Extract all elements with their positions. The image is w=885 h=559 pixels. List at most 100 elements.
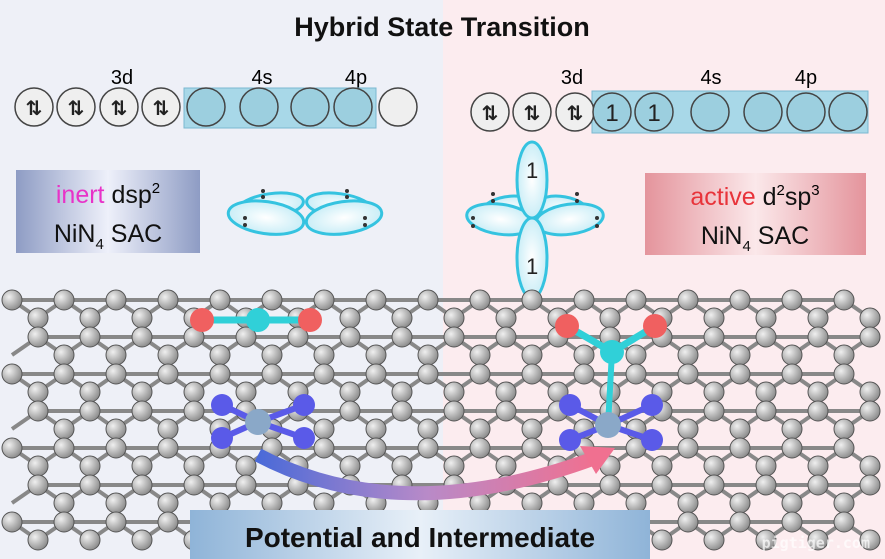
- graphene-carbon-atom: [79, 381, 101, 403]
- graphene-carbon-atom: [443, 400, 465, 422]
- transition-arrow-icon: [254, 446, 615, 501]
- graphene-carbon-atom: [53, 289, 75, 311]
- graphene-carbon-atom: [209, 289, 231, 311]
- oxygen-atom: [190, 308, 214, 332]
- orbital-box: [239, 87, 279, 127]
- graphene-carbon-atom: [27, 455, 49, 477]
- dsp2-orbital-icon: [226, 189, 384, 236]
- orbital-box: ⇅: [470, 92, 510, 132]
- graphene-carbon-atom: [27, 474, 49, 496]
- active-label-box: active d2sp3 NiN4 SAC: [645, 173, 866, 255]
- graphene-carbon-atom: [677, 344, 699, 366]
- graphene-carbon-atom: [339, 326, 361, 348]
- graphene-carbon-atom: [209, 344, 231, 366]
- right-nin4-site: [555, 314, 667, 451]
- graphene-carbon-atom: [703, 307, 725, 329]
- svg-text:active d2sp3: active d2sp3: [690, 182, 819, 211]
- graphene-carbon-atom: [339, 381, 361, 403]
- graphene-carbon-atom: [729, 289, 751, 311]
- orbital-box: [186, 87, 226, 127]
- graphene-carbon-atom: [781, 418, 803, 440]
- graphene-carbon-atom: [287, 326, 309, 348]
- catalyst-nin: NiN: [54, 220, 96, 248]
- graphene-carbon-atom: [495, 455, 517, 477]
- graphene-carbon-atom: [53, 492, 75, 514]
- graphene-carbon-atom: [521, 289, 543, 311]
- orbital-box: ⇅: [99, 87, 139, 127]
- catalyst-sub: 4: [95, 236, 103, 253]
- graphene-carbon-atom: [157, 289, 179, 311]
- graphene-carbon-atom: [729, 492, 751, 514]
- graphene-carbon-atom: [495, 381, 517, 403]
- graphene-carbon-atom: [469, 437, 491, 459]
- svg-text:⇅: ⇅: [153, 96, 170, 120]
- graphene-carbon-atom: [495, 400, 517, 422]
- graphene-carbon-atom: [27, 307, 49, 329]
- graphene-carbon-atom: [157, 437, 179, 459]
- graphene-carbon-atom: [755, 529, 777, 551]
- nitrogen-atom: [559, 394, 581, 416]
- graphene-carbon-atom: [391, 381, 413, 403]
- graphene-carbon-atom: [729, 363, 751, 385]
- left-label-4s: 4s: [251, 67, 272, 89]
- orbital-box: 1: [592, 92, 632, 132]
- graphene-carbon-atom: [677, 363, 699, 385]
- graphene-carbon-atom: [469, 418, 491, 440]
- graphene-carbon-atom: [859, 455, 881, 477]
- graphene-carbon-atom: [235, 455, 257, 477]
- graphene-carbon-atom: [157, 363, 179, 385]
- graphene-carbon-atom: [755, 307, 777, 329]
- right-label-3d: 3d: [561, 67, 583, 89]
- graphene-carbon-atom: [781, 492, 803, 514]
- orbital-box: 1: [634, 92, 674, 132]
- graphene-carbon-atom: [53, 418, 75, 440]
- graphene-carbon-atom: [521, 437, 543, 459]
- graphene-carbon-atom: [417, 289, 439, 311]
- graphene-carbon-atom: [79, 529, 101, 551]
- svg-text:⇅: ⇅: [111, 96, 128, 120]
- nitrogen-atom: [559, 429, 581, 451]
- graphene-carbon-atom: [79, 474, 101, 496]
- graphene-carbon-atom: [495, 307, 517, 329]
- nitrogen-atom: [211, 394, 233, 416]
- orbital-box: [690, 92, 730, 132]
- graphene-carbon-atom: [79, 400, 101, 422]
- left-nin4-site: [211, 394, 315, 449]
- graphene-carbon-atom: [131, 400, 153, 422]
- graphene-carbon-atom: [573, 344, 595, 366]
- svg-text:1: 1: [605, 100, 618, 127]
- inert-word: inert: [56, 181, 105, 209]
- orbital-box: ⇅: [512, 92, 552, 132]
- graphene-carbon-atom: [391, 400, 413, 422]
- orbital-box: ⇅: [555, 92, 595, 132]
- graphene-carbon-atom: [859, 529, 881, 551]
- graphene-carbon-atom: [833, 418, 855, 440]
- graphene-carbon-atom: [79, 307, 101, 329]
- graphene-carbon-atom: [599, 474, 621, 496]
- svg-text:⇅: ⇅: [524, 101, 541, 125]
- graphene-carbon-atom: [443, 307, 465, 329]
- graphene-carbon-atom: [703, 474, 725, 496]
- graphene-carbon-atom: [729, 344, 751, 366]
- svg-text:1: 1: [526, 254, 538, 279]
- hybrid-d: d: [763, 183, 777, 211]
- graphene-carbon-atom: [859, 400, 881, 422]
- inert-label-box: inert dsp2 NiN4 SAC: [16, 170, 200, 253]
- graphene-carbon-atom: [391, 455, 413, 477]
- graphene-carbon-atom: [105, 511, 127, 533]
- graphene-carbon-atom: [651, 529, 673, 551]
- right-label-4p: 4p: [795, 67, 817, 89]
- graphene-carbon-atom: [807, 455, 829, 477]
- graphene-carbon-atom: [859, 307, 881, 329]
- nickel-atom: [245, 409, 271, 435]
- graphene-carbon-atom: [443, 455, 465, 477]
- graphene-carbon-atom: [79, 455, 101, 477]
- graphene-carbon-atom: [677, 437, 699, 459]
- hybrid-sup: 2: [152, 180, 160, 197]
- graphene-carbon-atom: [27, 400, 49, 422]
- graphene-carbon-atom: [27, 529, 49, 551]
- graphene-carbon-atom: [677, 289, 699, 311]
- graphene-carbon-atom: [417, 437, 439, 459]
- svg-text:⇅: ⇅: [26, 96, 43, 120]
- orbital-box: [378, 87, 418, 127]
